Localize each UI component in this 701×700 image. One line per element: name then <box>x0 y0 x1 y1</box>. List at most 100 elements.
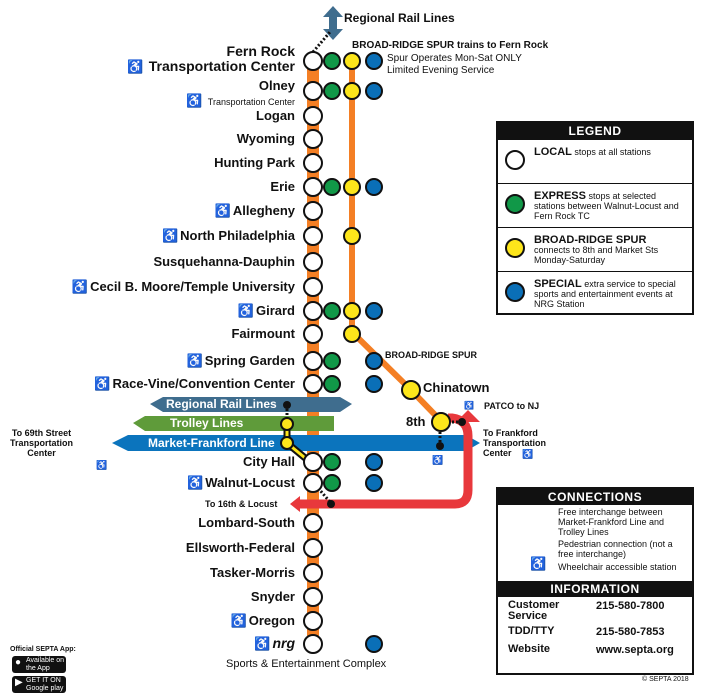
spur-title: BROAD-RIDGE SPUR trains to Fern Rock <box>352 40 549 51</box>
local-stop-dot <box>303 563 323 583</box>
station-name: Allegheny <box>232 203 295 218</box>
info-value: 215-580-7853 <box>596 626 665 638</box>
station-name: Tasker-Morris <box>209 565 295 580</box>
local-stop-dot <box>303 106 323 126</box>
station-label: ♿Walnut-Locust <box>187 475 295 490</box>
station-label: Fairmount <box>231 326 295 341</box>
info-label: TDD/TTY <box>508 625 555 637</box>
special-legend-dot <box>505 282 525 302</box>
local-stop-dot <box>303 473 323 493</box>
pedestrian-connection-text: Pedestrian connection (not a free interc… <box>558 539 673 559</box>
station-name: Olney <box>258 78 295 93</box>
station-label: Ellsworth-Federal <box>186 540 295 555</box>
local-stop-dot <box>303 252 323 272</box>
spur-stop-dot <box>343 82 361 100</box>
connections-title: CONNECTIONS <box>498 489 692 505</box>
special-stop-dot <box>365 474 383 492</box>
wheelchair-icon: ♿ <box>230 613 247 628</box>
info-value[interactable]: www.septa.org <box>596 644 674 656</box>
legend-row-local: LOCAL stops at all stations <box>498 139 692 183</box>
station-label: ♿Oregon <box>231 613 295 628</box>
information-title: INFORMATION <box>498 581 692 597</box>
station-label: ♿Cecil B. Moore/Temple University <box>72 279 295 294</box>
special-stop-dot <box>365 453 383 471</box>
local-stop-dot <box>303 324 323 344</box>
express-stop-dot <box>323 375 341 393</box>
station-name: Race-Vine/Convention Center <box>112 376 295 391</box>
station-name: nrg <box>272 635 295 651</box>
station-label: Fern Rock♿ Transportation Center <box>127 44 295 75</box>
station-name: Cecil B. Moore/Temple University <box>90 279 295 294</box>
station-label: ♿Allegheny <box>215 203 295 218</box>
station-name: Wyoming <box>236 131 295 146</box>
local-stop-dot <box>303 513 323 533</box>
local-stop-dot <box>303 153 323 173</box>
special-stop-dot <box>365 178 383 196</box>
station-name: Fairmount <box>231 326 295 341</box>
express-stop-dot <box>323 82 341 100</box>
ped-end <box>283 401 291 409</box>
market-frankford-line <box>112 435 480 451</box>
wheelchair-icon: ♿ <box>214 203 231 218</box>
wheelchair-icon: ♿ <box>432 455 444 465</box>
station-label: Hunting Park <box>214 155 295 170</box>
market-frankford-line-label: Market-Frankford Line <box>148 436 275 450</box>
station-name: Girard <box>255 303 295 318</box>
google-play-text: GET IT ON Google play <box>26 677 64 692</box>
ped-end <box>436 442 444 450</box>
eighth-label: 8th <box>406 414 426 429</box>
station-label: Logan <box>256 108 295 123</box>
express-stop-dot <box>323 352 341 370</box>
wheelchair-icon: ♿ <box>161 228 179 243</box>
station-name: Oregon <box>248 613 295 628</box>
station-name: Snyder <box>250 589 295 604</box>
google-play-badge[interactable]: ▶GET IT ON Google play <box>12 676 66 693</box>
station-subtitle: Transportation Center <box>207 97 295 107</box>
eighth-station-dot <box>431 412 451 432</box>
local-stop-dot <box>303 611 323 631</box>
free-interchange-text: Free interchange between Market-Frankfor… <box>558 507 665 537</box>
wheelchair-text: Wheelchair accessible station <box>558 562 677 572</box>
wheelchair-icon: ♿ <box>186 353 203 368</box>
info-row: TDD/TTY 215-580-7853 <box>498 623 692 641</box>
station-name-line2: Transportation Center <box>148 58 295 74</box>
spur-stop-dot <box>343 302 361 320</box>
local-stop-dot <box>303 587 323 607</box>
wheelchair-icon: ♿ <box>530 556 547 571</box>
patco-label: PATCO to NJ <box>484 401 540 411</box>
to-69th-label: To 69th Street Transportation Center <box>10 428 74 458</box>
info-row: Website www.septa.org <box>498 641 692 659</box>
app-title: Official SEPTA App: <box>10 646 76 653</box>
special-stop-dot <box>365 302 383 320</box>
broad-ridge-spur-label: BROAD-RIDGE SPUR <box>385 350 478 360</box>
nrg-caption: Sports & Entertainment Complex <box>226 658 387 670</box>
special-stop-dot <box>365 82 383 100</box>
info-label: Website <box>508 643 550 655</box>
express-stop-dot <box>323 453 341 471</box>
spur-stop-dot <box>343 52 361 70</box>
station-label: ♿Spring Garden <box>187 353 295 368</box>
legend-text: SPECIAL extra service to special sports … <box>534 278 676 310</box>
wheelchair-icon: ♿ <box>71 279 89 294</box>
special-stop-dot <box>365 635 383 653</box>
legend-text: EXPRESS stops at selected stations betwe… <box>534 190 679 222</box>
station-name: Hunting Park <box>214 155 295 170</box>
local-stop-dot <box>303 129 323 149</box>
station-name: City Hall <box>242 454 295 469</box>
express-stop-dot <box>323 302 341 320</box>
regional-rail-line <box>150 397 352 412</box>
local-stop-dot <box>303 226 323 246</box>
station-label: Olney♿ Transportation Center <box>186 78 295 110</box>
legend-text: LOCAL stops at all stations <box>534 146 651 158</box>
station-name: Ellsworth-Federal <box>185 540 295 555</box>
station-label: Lombard-South <box>198 515 295 530</box>
app-store-badge[interactable]: ●Available on the App Store <box>12 656 66 680</box>
spur-note-2: Limited Evening Service <box>387 65 495 76</box>
station-name: Erie <box>270 179 295 194</box>
spur-legend-dot <box>505 238 525 258</box>
regional-rail-top-label: Regional Rail Lines <box>344 11 455 25</box>
local-stop-dot <box>303 351 323 371</box>
legend-title: LEGEND <box>498 123 692 139</box>
station-name: Spring Garden <box>204 353 295 368</box>
special-stop-dot <box>365 352 383 370</box>
